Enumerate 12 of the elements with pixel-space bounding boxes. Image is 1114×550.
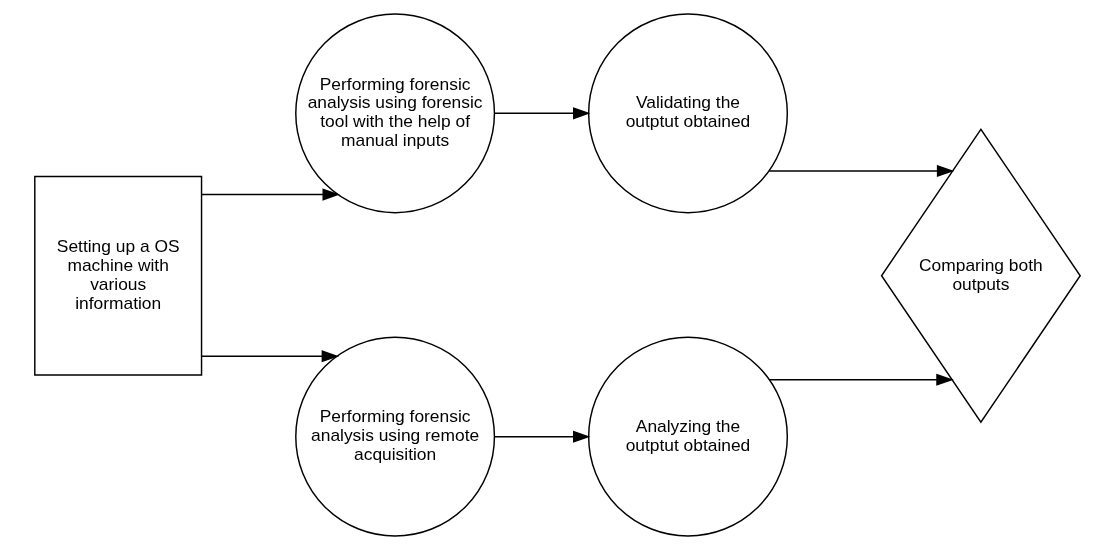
node-box: Setting up a OS machine with various information bbox=[33, 175, 202, 376]
node-circle: Validating the outptut obtained bbox=[587, 13, 788, 214]
arrow bbox=[493, 107, 590, 120]
node-circle: Performing forensic analysis using forensic tool with the help of manual inputs bbox=[294, 13, 495, 214]
node-circle: Analyzing the outptut obtained bbox=[587, 336, 788, 537]
arrow bbox=[200, 188, 340, 201]
arrow bbox=[493, 430, 590, 443]
arrow bbox=[200, 350, 339, 363]
arrow bbox=[767, 164, 954, 178]
node-circle: Performing forensic analysis using remote acquisition bbox=[294, 336, 495, 537]
node-diamond: Comparing both outputs bbox=[880, 128, 1081, 424]
arrow bbox=[768, 373, 954, 386]
